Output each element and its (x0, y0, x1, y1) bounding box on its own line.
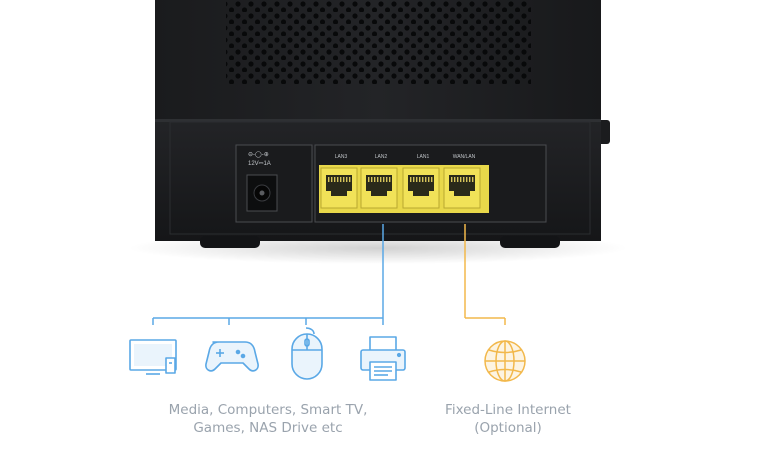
port-label-lan2: LAN2 (375, 154, 388, 160)
mouse-icon (291, 327, 323, 380)
port-pin (374, 177, 376, 182)
port-pin (419, 177, 421, 182)
port-pin (377, 177, 379, 182)
internet-caption: Fixed-Line Internet (Optional) (420, 401, 596, 437)
globe-icon (484, 340, 526, 382)
port-pin (386, 177, 388, 182)
power-polarity-symbol: ⊖-◯-⊕ (248, 151, 269, 158)
port-pin (346, 177, 348, 182)
port-lan1[interactable]: LAN1 (402, 154, 440, 209)
port-pin (472, 177, 474, 182)
internet-caption-line1: Fixed-Line Internet (445, 402, 571, 418)
port-pin (383, 177, 385, 182)
port-wan-lan[interactable]: WAN/LAN (443, 154, 481, 209)
port-pin (331, 177, 333, 182)
port-pin (463, 177, 465, 182)
port-pin (334, 177, 336, 182)
port-pin (410, 177, 412, 182)
port-pin (425, 177, 427, 182)
vent-grille (226, 0, 531, 85)
devices-caption: Media, Computers, Smart TV, Games, NAS D… (148, 401, 388, 437)
port-pin (340, 177, 342, 182)
power-port: ⊖-◯-⊕ 12V⎓1A (235, 144, 313, 223)
port-pin (368, 177, 370, 182)
tv-icon (129, 339, 177, 375)
port-lan2[interactable]: LAN2 (360, 154, 398, 209)
port-lan3[interactable]: LAN3 (320, 154, 358, 209)
port-socket (449, 175, 475, 196)
port-pin (416, 177, 418, 182)
port-pin (328, 177, 330, 182)
lan-connection-lines (152, 224, 384, 325)
port-socket (326, 175, 352, 196)
devices-caption-line1: Media, Computers, Smart TV, (168, 402, 368, 418)
port-label-wan-lan: WAN/LAN (453, 154, 476, 160)
devices-caption-line2: Games, NAS Drive etc (193, 420, 343, 436)
port-pin (428, 177, 430, 182)
port-pin (380, 177, 382, 182)
port-label-lan1: LAN1 (417, 154, 430, 160)
router-foot-left (200, 236, 260, 248)
port-pin (431, 177, 433, 182)
port-pin (469, 177, 471, 182)
port-pin (454, 177, 456, 182)
port-pin (451, 177, 453, 182)
router-foot-right (500, 236, 560, 248)
port-pin (460, 177, 462, 182)
power-rating-label: 12V⎓1A (248, 161, 271, 167)
port-pin (457, 177, 459, 182)
port-pin (343, 177, 345, 182)
printer-icon (360, 336, 406, 381)
port-pin (466, 177, 468, 182)
internet-caption-line2: (Optional) (474, 420, 542, 436)
wan-connection-line (464, 224, 506, 325)
port-label-lan3: LAN3 (335, 154, 348, 160)
port-pin (371, 177, 373, 182)
port-pin (349, 177, 351, 182)
port-pin (422, 177, 424, 182)
gamepad-icon (205, 341, 259, 372)
port-socket (408, 175, 434, 196)
port-pin (413, 177, 415, 182)
port-socket (366, 175, 392, 196)
port-pin (337, 177, 339, 182)
port-pin (389, 177, 391, 182)
